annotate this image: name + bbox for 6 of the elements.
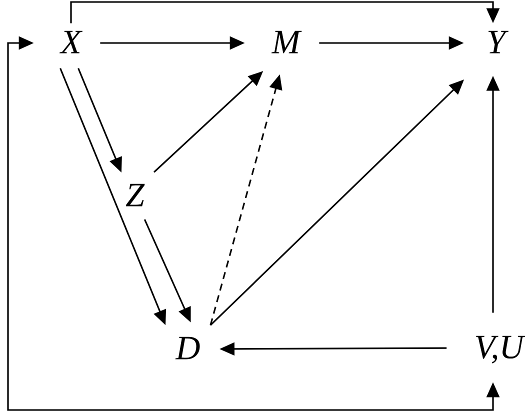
variable-label: Z [126, 184, 145, 206]
variable-label: Y [488, 30, 508, 54]
arrow [70, 1, 500, 24]
variable-label: M [271, 30, 302, 54]
variable-label: X [60, 30, 82, 54]
variable-label: D [175, 336, 200, 360]
